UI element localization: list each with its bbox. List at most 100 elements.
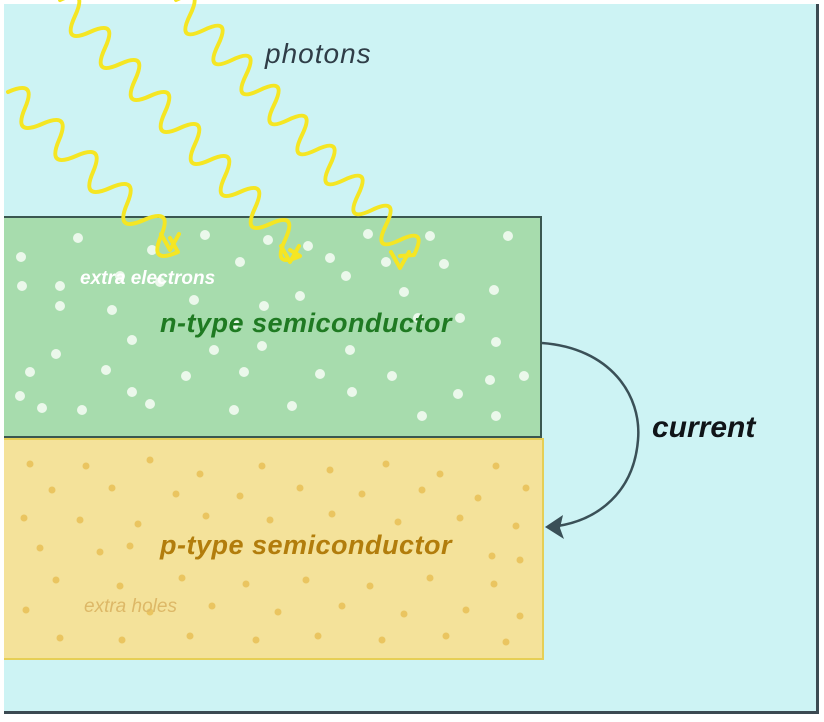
electron-dot <box>295 291 305 301</box>
electron-dot <box>200 230 210 240</box>
electron-dot <box>491 337 501 347</box>
electron-dot <box>489 285 499 295</box>
electron-dot <box>73 233 83 243</box>
current-arc <box>541 341 640 529</box>
hole-dot <box>418 486 426 494</box>
hole-dot <box>274 608 282 616</box>
electron-dot <box>425 231 435 241</box>
hole-dot <box>146 456 154 464</box>
hole-dot <box>26 460 34 468</box>
hole-dot <box>502 638 510 646</box>
hole-dot <box>36 544 44 552</box>
hole-dot <box>378 636 386 644</box>
hole-dot <box>400 610 408 618</box>
electron-dot <box>115 271 125 281</box>
hole-dot <box>196 470 204 478</box>
hole-dot <box>126 542 134 550</box>
electron-dot <box>229 405 239 415</box>
hole-dot <box>172 490 180 498</box>
hole-dot <box>258 462 266 470</box>
electron-dot <box>453 389 463 399</box>
hole-dot <box>52 576 60 584</box>
electron-dot <box>145 399 155 409</box>
electron-dot <box>17 281 27 291</box>
hole-dot <box>488 552 496 560</box>
hole-dot <box>20 514 28 522</box>
hole-dot <box>516 612 524 620</box>
electron-dot <box>239 367 249 377</box>
electron-dot <box>107 305 117 315</box>
electron-dot <box>413 313 423 323</box>
hole-dot <box>436 470 444 478</box>
current-arrowhead-icon <box>545 515 564 539</box>
photon-waves <box>6 0 421 270</box>
electron-dot <box>491 411 501 421</box>
hole-dot <box>48 486 56 494</box>
electron-dot <box>189 295 199 305</box>
hole-dot <box>328 510 336 518</box>
extra-holes-label: extra holes <box>84 596 177 617</box>
electron-dot <box>417 411 427 421</box>
n-type-label: n-type semiconductor <box>160 308 453 338</box>
electron-dot <box>209 345 219 355</box>
electron-dot <box>37 403 47 413</box>
hole-dot <box>442 632 450 640</box>
electron-dot <box>347 387 357 397</box>
electron-dot <box>399 287 409 297</box>
electron-dot <box>519 371 529 381</box>
p-type-layer <box>4 438 544 660</box>
hole-dot <box>202 512 210 520</box>
hole-dot <box>512 522 520 530</box>
electron-dot <box>147 245 157 255</box>
hole-dot <box>134 520 142 528</box>
hole-dot <box>426 574 434 582</box>
electron-dot <box>25 367 35 377</box>
hole-dot <box>186 632 194 640</box>
electron-dot <box>387 371 397 381</box>
hole-dot <box>492 462 500 470</box>
hole-dot <box>326 466 334 474</box>
electron-dot <box>345 345 355 355</box>
hole-dot <box>456 514 464 522</box>
hole-dot <box>208 602 216 610</box>
hole-dot <box>22 606 30 614</box>
hole-dot <box>76 516 84 524</box>
hole-dots <box>20 456 530 646</box>
current-label: current <box>652 411 756 444</box>
electron-dot <box>259 301 269 311</box>
electron-dot <box>16 252 26 262</box>
hole-dot <box>118 636 126 644</box>
current-arrow-icon <box>541 341 640 539</box>
electron-dot <box>455 313 465 323</box>
hole-dot <box>252 636 260 644</box>
extra-electrons-label: extra electrons <box>80 268 216 289</box>
electron-dot <box>127 387 137 397</box>
electron-dot <box>439 259 449 269</box>
electron-dot <box>181 371 191 381</box>
hole-dot <box>522 484 530 492</box>
electron-dot <box>485 375 495 385</box>
electron-dots <box>15 229 529 421</box>
photon-wave-icon <box>174 0 421 258</box>
p-type-label: p-type semiconductor <box>160 530 453 560</box>
electron-dot <box>325 253 335 263</box>
electron-dot <box>235 257 245 267</box>
hole-dot <box>242 580 250 588</box>
hole-dot <box>302 576 310 584</box>
hole-dot <box>108 484 116 492</box>
electron-dot <box>55 301 65 311</box>
electron-dot <box>315 369 325 379</box>
hole-dot <box>358 490 366 498</box>
hole-dot <box>462 606 470 614</box>
hole-dot <box>382 460 390 468</box>
photon-wave-icon <box>58 0 302 262</box>
photon-arrowhead-icon <box>389 250 411 270</box>
photons-label: photons <box>265 38 372 69</box>
hole-dot <box>56 634 64 642</box>
hole-dot <box>96 548 104 556</box>
hole-dot <box>490 580 498 588</box>
hole-dot <box>314 632 322 640</box>
electron-dot <box>51 349 61 359</box>
